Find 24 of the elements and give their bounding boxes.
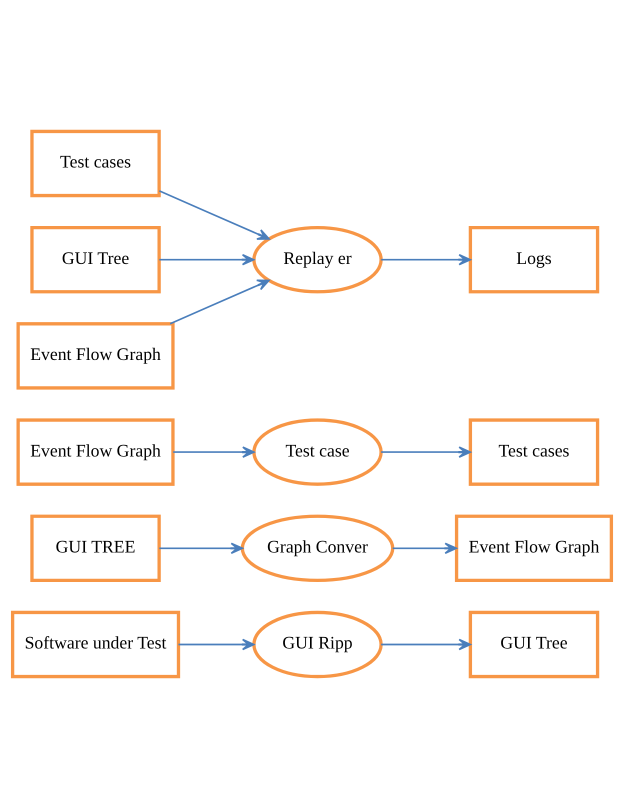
node-box: GUI Tree — [30, 226, 161, 294]
arrow — [392, 542, 458, 554]
node-box: Event Flow Graph — [454, 514, 614, 582]
arrow — [170, 280, 270, 324]
arrow — [159, 254, 254, 266]
node-box: Software under Test — [10, 610, 180, 678]
node-box: GUI Tree — [468, 610, 600, 678]
node-box: Event Flow Graph — [16, 418, 175, 486]
arrow — [381, 254, 472, 266]
arrow — [381, 446, 472, 458]
node-ellipse: Replay er — [252, 226, 383, 294]
arrow — [159, 542, 244, 554]
node-ellipse: GUI Ripp — [252, 610, 383, 678]
arrow — [173, 446, 255, 458]
arrow — [159, 190, 270, 240]
node-ellipse: Test case — [252, 418, 383, 486]
node-box: Logs — [468, 226, 600, 294]
node-ellipse: Graph Conver — [240, 514, 394, 582]
arrow — [381, 638, 472, 650]
node-box: GUI TREE — [30, 514, 161, 582]
node-box: Test cases — [468, 418, 600, 486]
node-box: Event Flow Graph — [16, 322, 175, 390]
arrow — [178, 638, 255, 650]
node-box: Test cases — [30, 130, 161, 198]
